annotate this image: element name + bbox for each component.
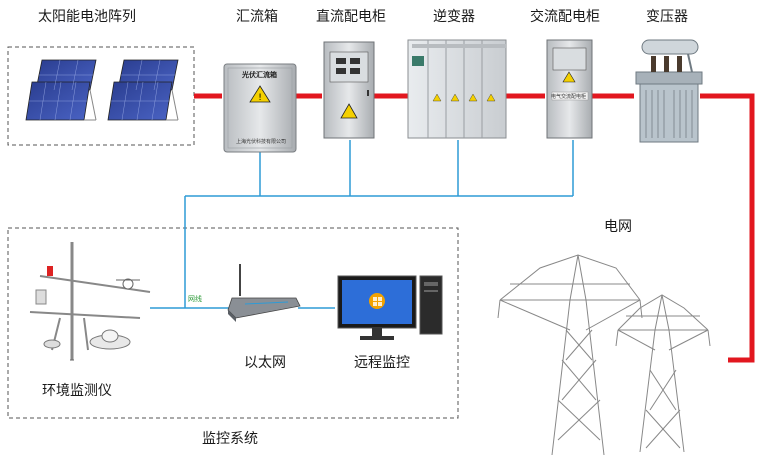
label-monitor-system: 监控系统 xyxy=(202,431,258,447)
signal-lines xyxy=(150,140,574,309)
transmission-tower-left xyxy=(497,254,643,456)
combiner-box-device: ! xyxy=(223,63,297,153)
label-ac-cabinet: 交流配电柜 xyxy=(530,9,600,25)
label-pv-array: 太阳能电池阵列 xyxy=(38,9,136,25)
dc-cabinet-device xyxy=(323,41,375,139)
combiner-box-title: 光伏汇流箱 xyxy=(242,71,277,79)
warning-icon xyxy=(562,71,576,83)
transformer-device xyxy=(635,39,703,143)
warning-icon xyxy=(249,85,271,103)
power-line xyxy=(194,93,755,363)
router-device xyxy=(227,264,301,322)
weather-station-device xyxy=(29,242,151,361)
label-remote-monitor: 远程监控 xyxy=(354,355,410,371)
inverter-device xyxy=(407,39,507,139)
transmission-tower-right xyxy=(615,294,711,453)
solar-panel-group-left xyxy=(25,59,97,121)
label-transformer: 变压器 xyxy=(646,9,688,25)
ac-cabinet-device xyxy=(546,39,593,139)
label-ethernet: 以太网 xyxy=(244,355,286,371)
solar-panel-group-right xyxy=(107,59,179,121)
label-combiner-box: 汇流箱 xyxy=(236,9,278,25)
label-grid: 电网 xyxy=(604,219,632,235)
ac-cabinet-tag: 电气交流配电柜 xyxy=(551,94,587,100)
warning-icon xyxy=(340,103,358,119)
label-cable-tag: 网线 xyxy=(188,295,202,303)
svg-text:!: ! xyxy=(258,93,262,103)
label-env-monitor: 环境监测仪 xyxy=(42,383,112,399)
label-inverter: 逆变器 xyxy=(433,9,475,25)
combiner-box-maker: 上海光伏科技有限公司 xyxy=(236,139,287,145)
monitor-system-dashed-frame xyxy=(7,227,459,419)
label-dc-cabinet: 直流配电柜 xyxy=(316,9,386,25)
computer-device xyxy=(337,275,443,340)
